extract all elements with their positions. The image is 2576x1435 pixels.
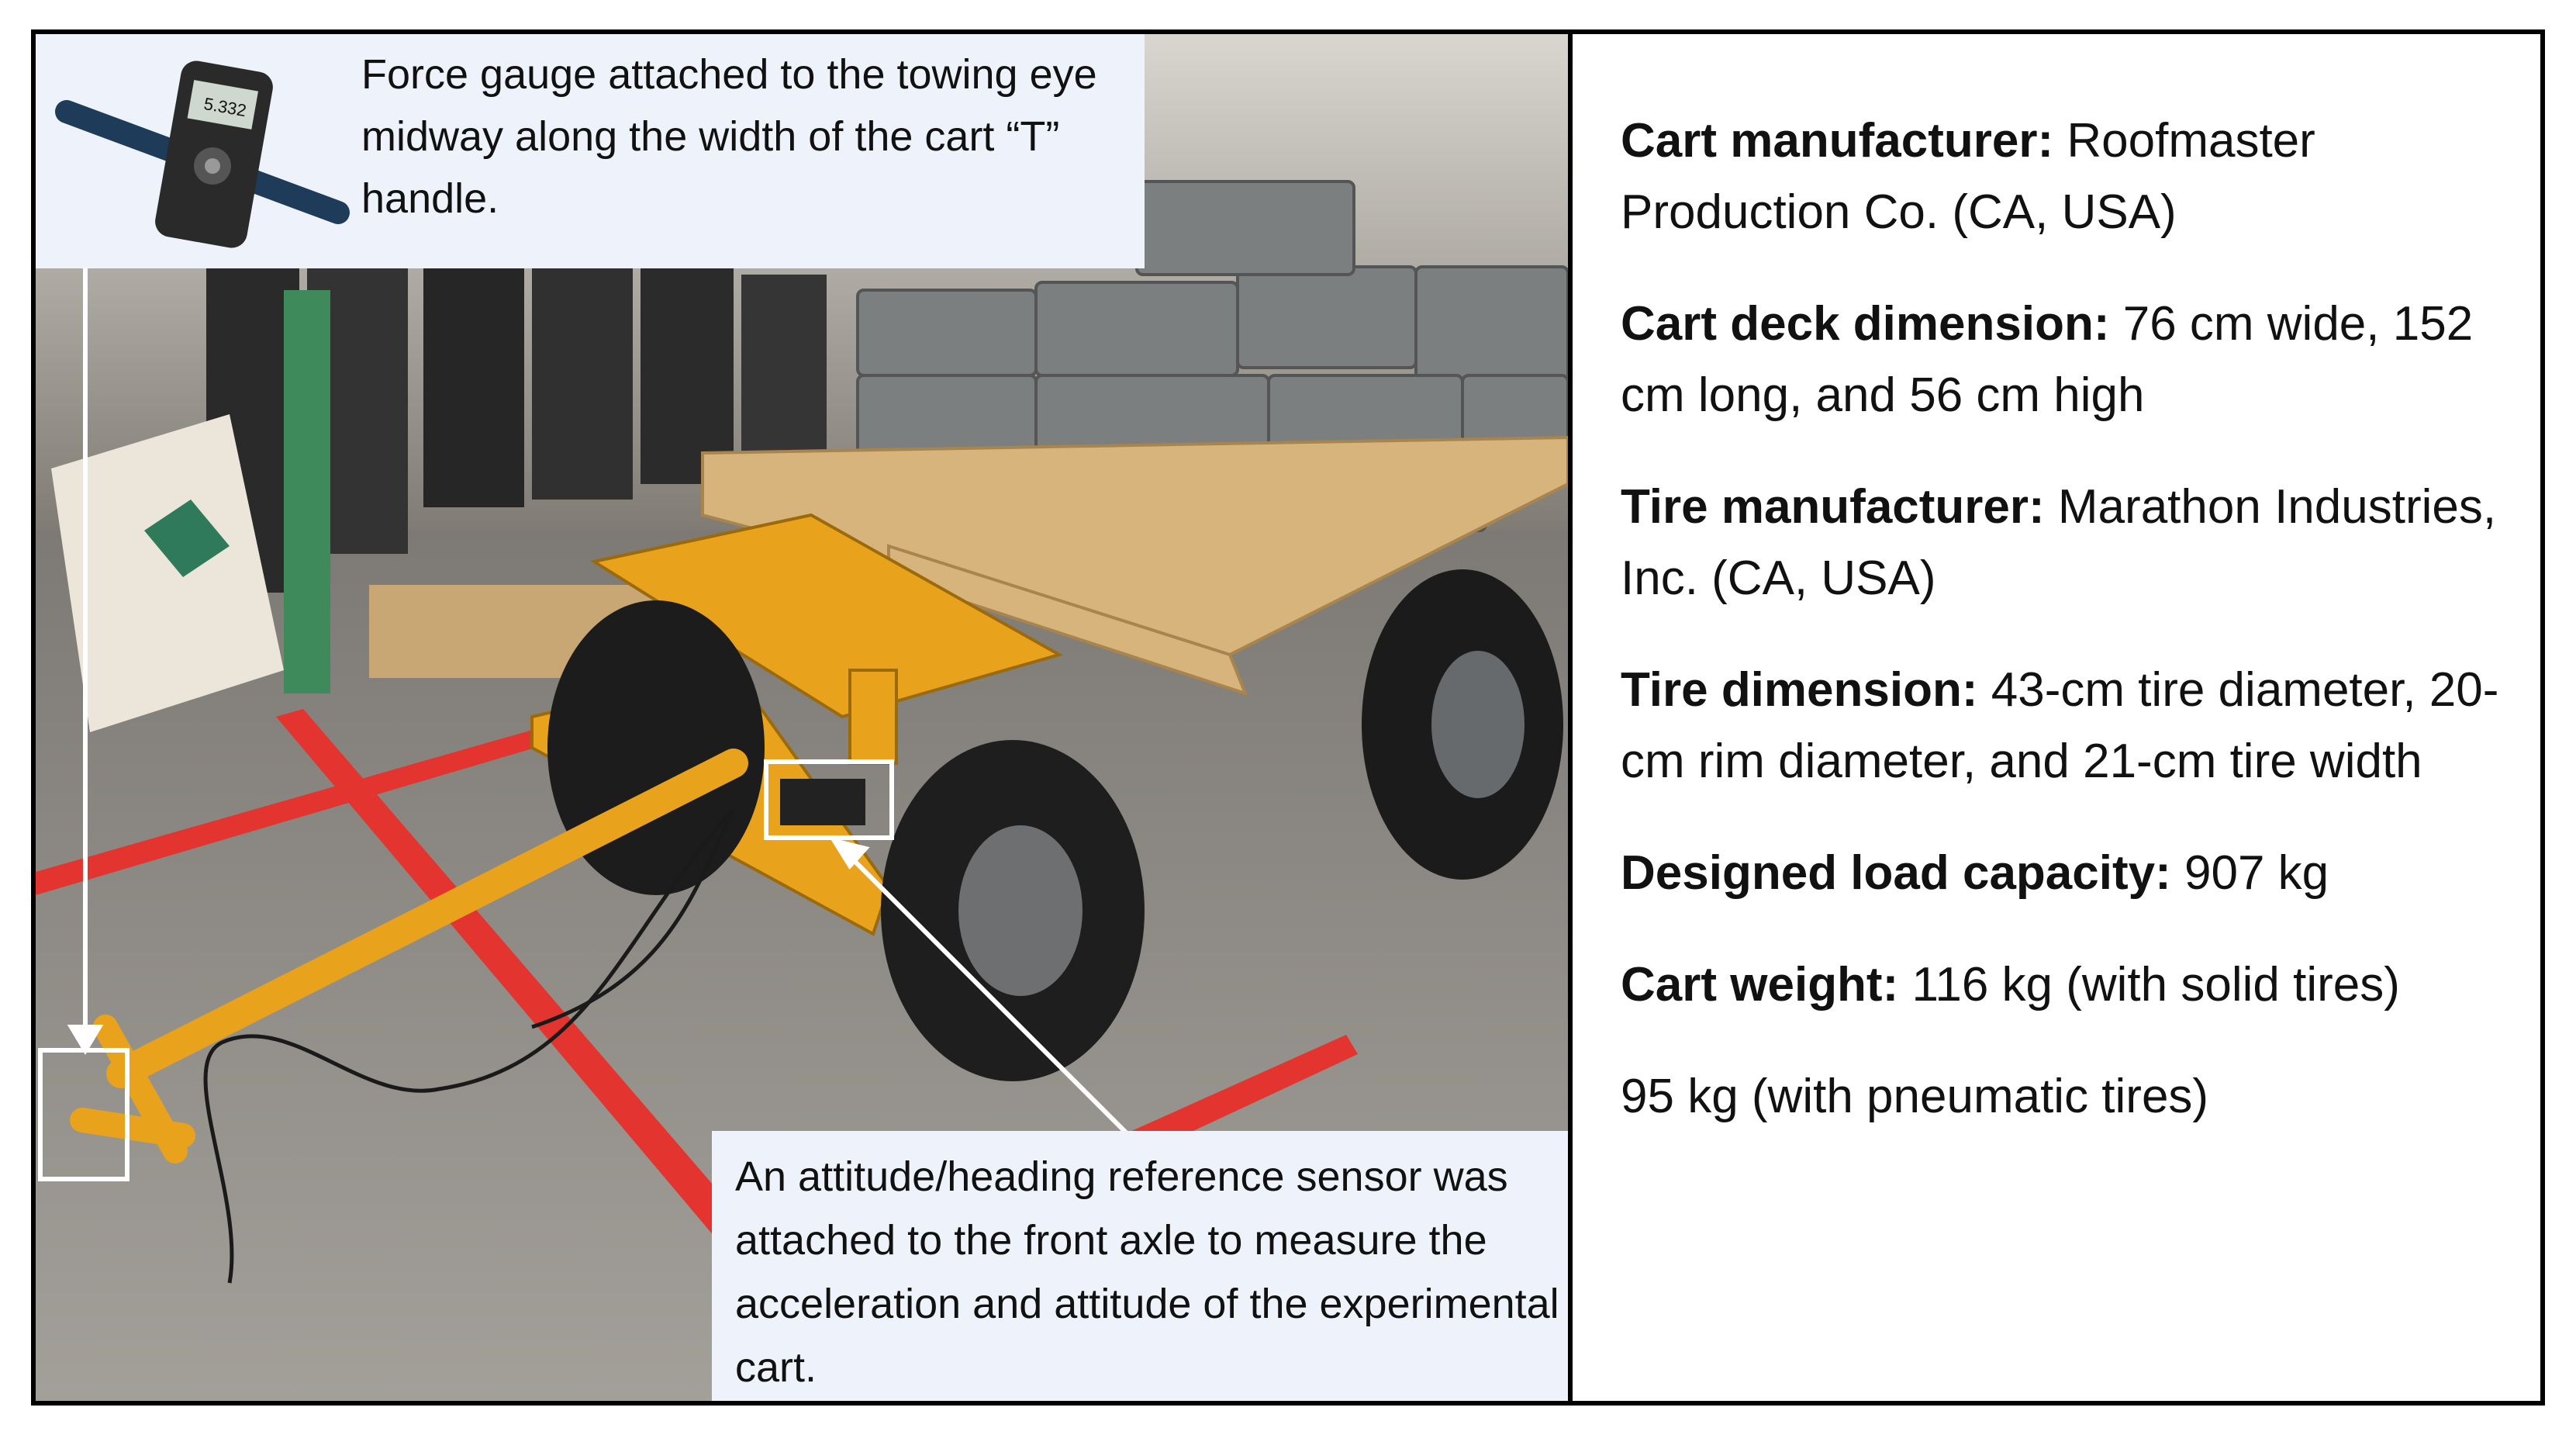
spec-value: 907 kg [2170, 846, 2329, 900]
spec-value: Roofmaster Production Co. (CA, USA) [1621, 114, 2315, 239]
force-gauge-callout: 5.332 Force gauge attached to the towing… [36, 34, 1145, 268]
spec-cart-weight: Cart weight: 116 kg (with solid tires) [1621, 949, 2525, 1021]
cart-photo-panel: 5.332 Force gauge attached to the towing… [36, 34, 1568, 1401]
spec-value: 116 kg (with solid tires) [1898, 958, 2400, 1011]
figure-frame: 5.332 Force gauge attached to the towing… [31, 29, 2545, 1406]
force-gauge-icon: 5.332 [55, 61, 350, 248]
force-gauge-callout-text: Force gauge attached to the towing eye m… [361, 51, 1097, 222]
spec-label: Tire manufacturer: [1621, 480, 2045, 534]
panel-divider [1568, 34, 1573, 1401]
sensor-cables [203, 808, 736, 1284]
spec-tire-manufacturer: Tire manufacturer: Marathon Industries, … [1621, 472, 2525, 614]
spec-value: 76 cm wide, 152 cm long, and 56 cm high [1621, 297, 2474, 422]
roofing-rolls [206, 251, 827, 593]
sensor-callout-text: An attitude/heading reference sensor was… [735, 1153, 1559, 1391]
sensor-highlight [764, 759, 894, 840]
spec-tire-dimension: Tire dimension: 43-cm tire diameter, 20-… [1621, 655, 2525, 797]
spec-value: 43-cm tire diameter, 20-cm rim diameter,… [1621, 663, 2499, 788]
spec-value: 95 kg (with pneumatic tires) [1621, 1070, 2209, 1123]
tow-handle [70, 749, 748, 1164]
spec-label: Designed load capacity: [1621, 846, 2171, 900]
spec-designed-load-capacity: Designed load capacity: 907 kg [1621, 838, 2525, 909]
cart-specifications-panel: Cart manufacturer: Roofmaster Production… [1573, 34, 2540, 1401]
weight-stack [856, 180, 1568, 540]
cart-pallet [701, 435, 1568, 697]
cardboard-box [51, 414, 284, 732]
cart-wheels [547, 569, 1563, 1081]
spec-cart-deck-dimension: Cart deck dimension: 76 cm wide, 152 cm … [1621, 289, 2525, 431]
spec-cart-manufacturer: Cart manufacturer: Roofmaster Production… [1621, 105, 2525, 248]
spec-label: Cart weight: [1621, 958, 1899, 1011]
attitude-sensor-device [780, 779, 865, 825]
spec-value: Marathon Industries, Inc. (CA, USA) [1621, 480, 2497, 605]
cart-photo [36, 34, 1568, 1401]
spec-label: Cart deck dimension: [1621, 297, 2110, 351]
spec-label: Cart manufacturer: [1621, 114, 2054, 168]
sensor-callout: An attitude/heading reference sensor was… [712, 1131, 1568, 1401]
spec-cart-weight-pneumatic: 95 kg (with pneumatic tires) [1621, 1061, 2525, 1132]
callout-pointers [67, 268, 1147, 1153]
spec-label: Tire dimension: [1621, 663, 1978, 717]
rack-post [284, 290, 330, 693]
